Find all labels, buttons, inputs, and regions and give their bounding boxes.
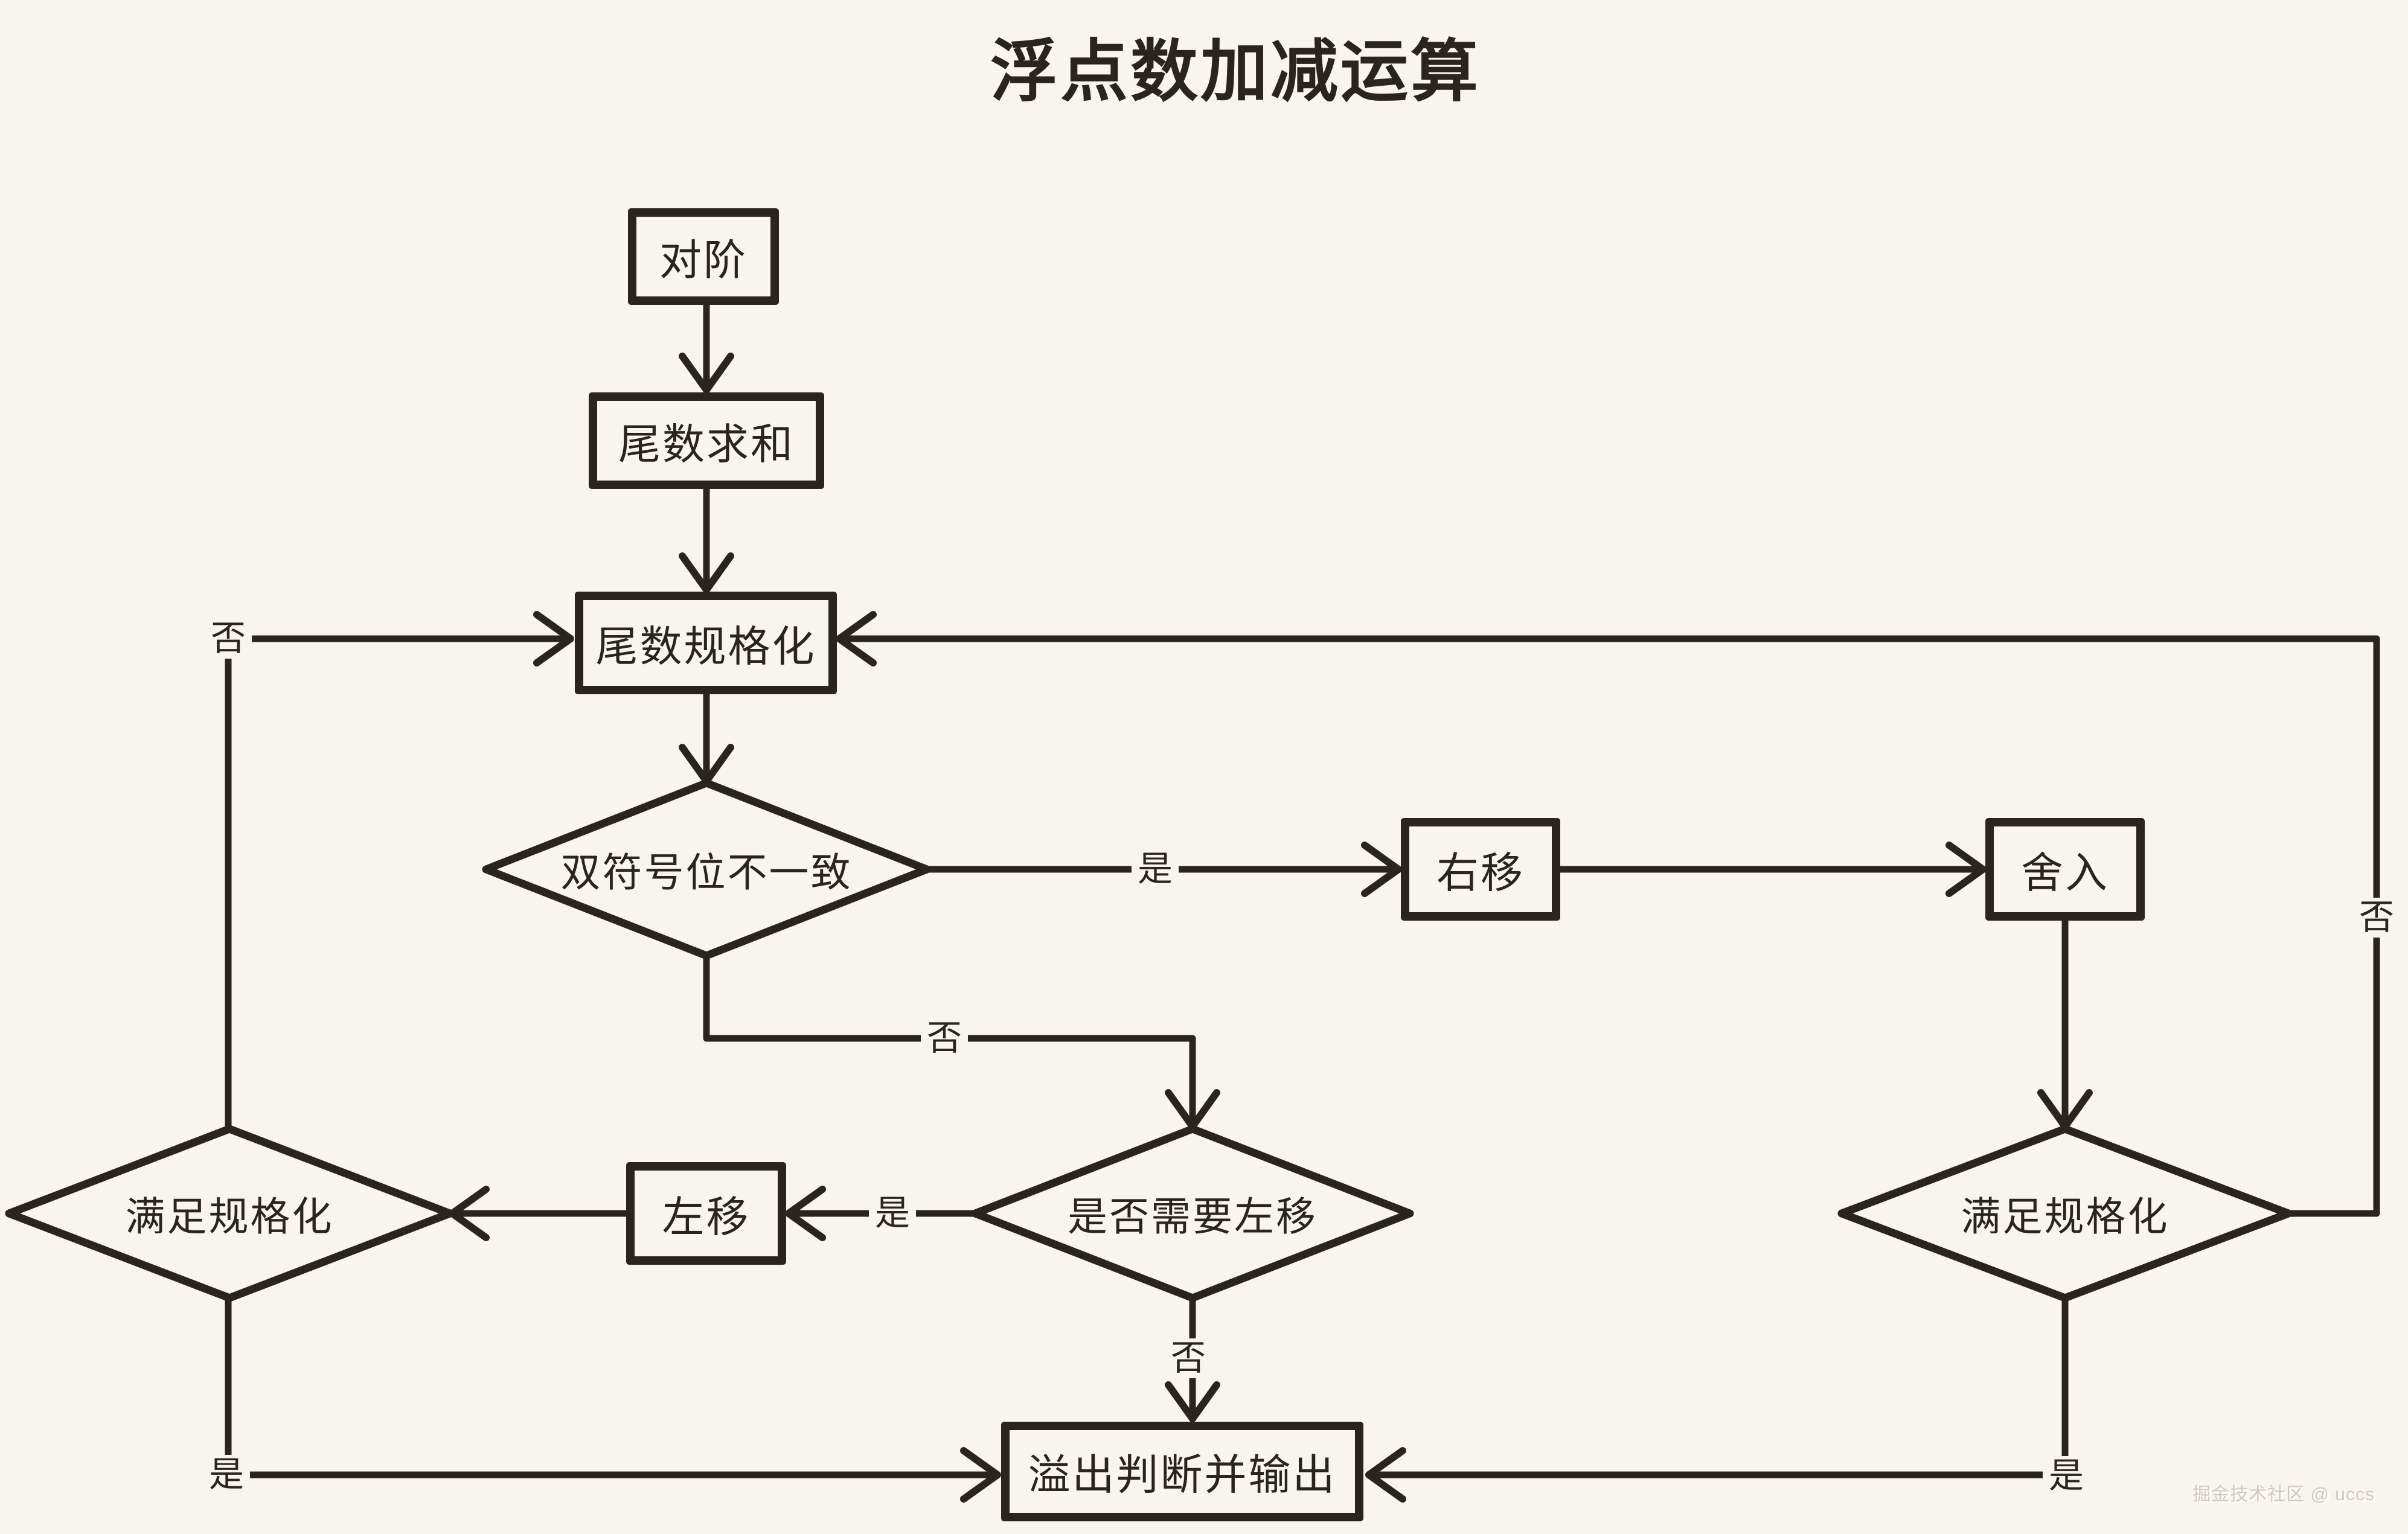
node-rounding: 舍入 [1985, 818, 2145, 921]
page-title: 浮点数加减运算 [990, 34, 1481, 109]
arrowhead-right-icon [960, 1447, 1001, 1503]
arrowhead-left-icon [785, 1186, 826, 1241]
arrowhead-left-icon [1365, 1447, 1406, 1503]
edge-label-yes: 是 [2042, 1456, 2090, 1496]
node-mantissa-sum: 尾数求和 [589, 392, 824, 489]
arrowhead-left-icon [836, 611, 877, 666]
node-label-sign-bits-differ: 双符号位不一致 [560, 850, 853, 895]
node-overflow-output: 溢出判断并输出 [1001, 1422, 1363, 1521]
diamond-norm-check-left [5, 1125, 454, 1302]
edge-label-no: 否 [2352, 898, 2401, 938]
diamond-need-shift-left [971, 1125, 1414, 1302]
node-label: 溢出判断并输出 [1028, 1451, 1337, 1498]
node-label: 舍入 [2021, 849, 2109, 896]
node-label: 尾数求和 [618, 420, 795, 468]
diamond-norm-check-right [1837, 1125, 2293, 1302]
edge-label-no: 否 [1164, 1338, 1212, 1378]
arrowhead-right-icon [1361, 842, 1402, 897]
node-label: 右移 [1436, 849, 1525, 896]
node-label: 尾数规格化 [595, 622, 816, 670]
edge-normcheckright-loop-to-normalize [838, 635, 2380, 1217]
node-shift-right: 右移 [1401, 818, 1560, 921]
edge-label-no: 否 [920, 1018, 969, 1058]
edge-label-no: 否 [204, 619, 252, 659]
edge-label-yes: 是 [868, 1194, 917, 1233]
watermark: 掘金技术社区 @ uccs [2192, 1484, 2375, 1504]
edge-label-yes: 是 [202, 1455, 251, 1495]
edge-normcheckright-to-overflow [1368, 1294, 2069, 1478]
edge-normcheckleft-to-overflow [225, 1294, 999, 1478]
node-label-need-shift-left: 是否需要左移 [1068, 1194, 1318, 1239]
node-label: 左移 [662, 1193, 751, 1241]
node-label: 对阶 [659, 236, 748, 284]
node-mantissa-normalize: 尾数规格化 [575, 592, 837, 694]
arrowhead-down-icon [1165, 1381, 1220, 1422]
edge-label-yes: 是 [1131, 849, 1179, 889]
node-shift-left: 左移 [626, 1162, 786, 1265]
node-align-exponent: 对阶 [628, 208, 779, 305]
diamond-sign-bits-differ [482, 779, 931, 960]
arrowhead-right-icon [1945, 842, 1987, 897]
arrowhead-down-icon [679, 353, 734, 394]
arrowhead-right-icon [533, 611, 574, 666]
node-label-norm-check-left: 满足规格化 [125, 1194, 334, 1239]
arrowhead-down-icon [679, 552, 734, 593]
node-label-norm-check-right: 满足规格化 [1961, 1194, 2169, 1239]
